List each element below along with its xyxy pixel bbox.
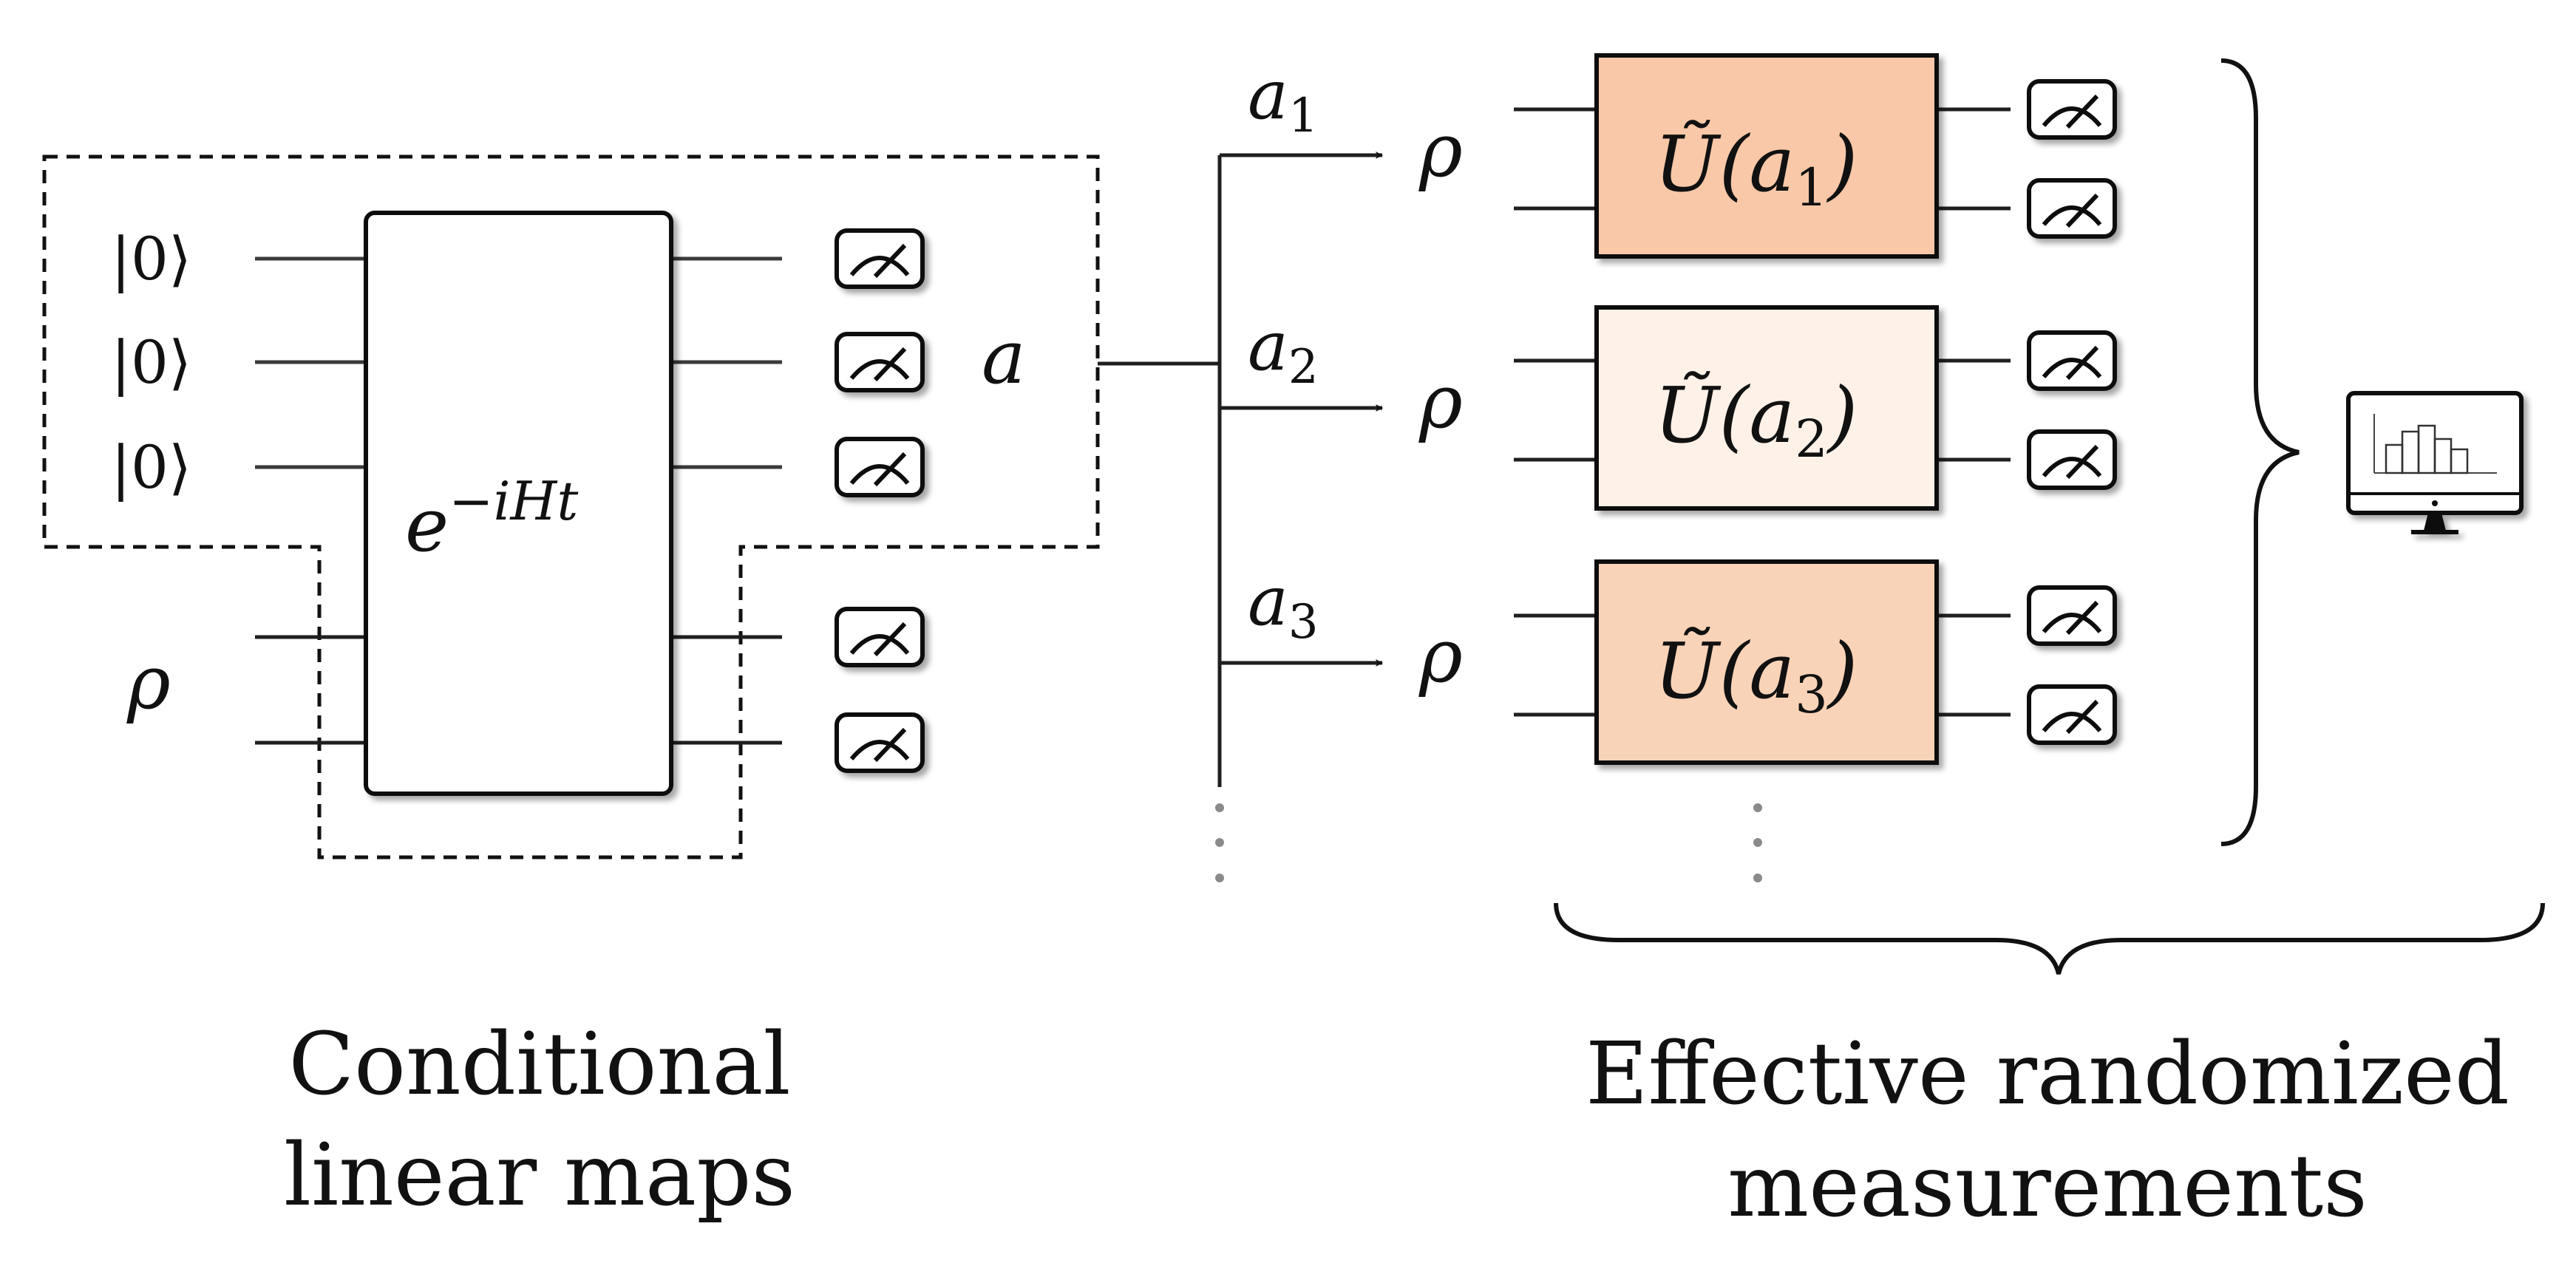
- output-wires: [671, 256, 782, 745]
- left-caption-line2: linear maps: [284, 1126, 795, 1225]
- measurement-meter-icon: [837, 231, 922, 771]
- branch-label-1: a1: [1248, 55, 1319, 143]
- dashed-boundary: [42, 154, 1100, 859]
- left-circuit: e−iHt |0⟩ |0⟩ |0⟩ ρ a Conditional linear…: [42, 154, 1100, 1225]
- left-caption-line1: Conditional: [288, 1015, 790, 1114]
- unitary-label: e−iHt: [405, 470, 579, 568]
- right-caption-line2: measurements: [1727, 1137, 2368, 1236]
- measurement-meter-icon: [2029, 588, 2115, 743]
- ket-zero-label-2: |0⟩: [111, 328, 191, 397]
- effective-circuit-1: ρ Ũ(a1): [1418, 53, 2115, 259]
- gate-label-2: Ũ(a2): [1654, 370, 1858, 469]
- rho-label-3: ρ: [1418, 613, 1463, 699]
- branch-label-3: a3: [1248, 562, 1319, 650]
- effective-circuit-2: ρ Ũ(a2): [1418, 305, 2115, 511]
- continuation-dots: [1753, 803, 1762, 882]
- gate-label-1: Ũ(a1): [1654, 119, 1858, 218]
- measurement-meter-icon: [2029, 333, 2115, 488]
- gate-u-tilde-3: [1594, 559, 1939, 765]
- outcome-label: a: [982, 314, 1026, 401]
- right-caption-line1: Effective randomized: [1586, 1024, 2509, 1124]
- gate-u-tilde-2: [1594, 305, 1939, 511]
- rho-label-2: ρ: [1418, 358, 1463, 445]
- ket-zero-label-3: |0⟩: [111, 433, 191, 502]
- horizontal-brace: [1554, 902, 2545, 975]
- gate-u-tilde-1: [1594, 53, 1939, 259]
- measurement-meter-icon: [2029, 81, 2115, 236]
- computer-monitor-histogram-icon: [2346, 391, 2524, 534]
- branch-connector: [1098, 152, 1383, 882]
- branch-label-2: a2: [1248, 307, 1319, 395]
- gate-label-3: Ũ(a3): [1654, 626, 1858, 725]
- effective-circuit-3: ρ Ũ(a3): [1418, 559, 2115, 765]
- vertical-brace: [2220, 58, 2300, 846]
- unitary-gate: [364, 211, 673, 796]
- rho-label: ρ: [126, 639, 171, 726]
- input-wires: [255, 256, 366, 745]
- rho-label-1: ρ: [1418, 107, 1463, 194]
- ket-zero-label-1: |0⟩: [111, 225, 191, 293]
